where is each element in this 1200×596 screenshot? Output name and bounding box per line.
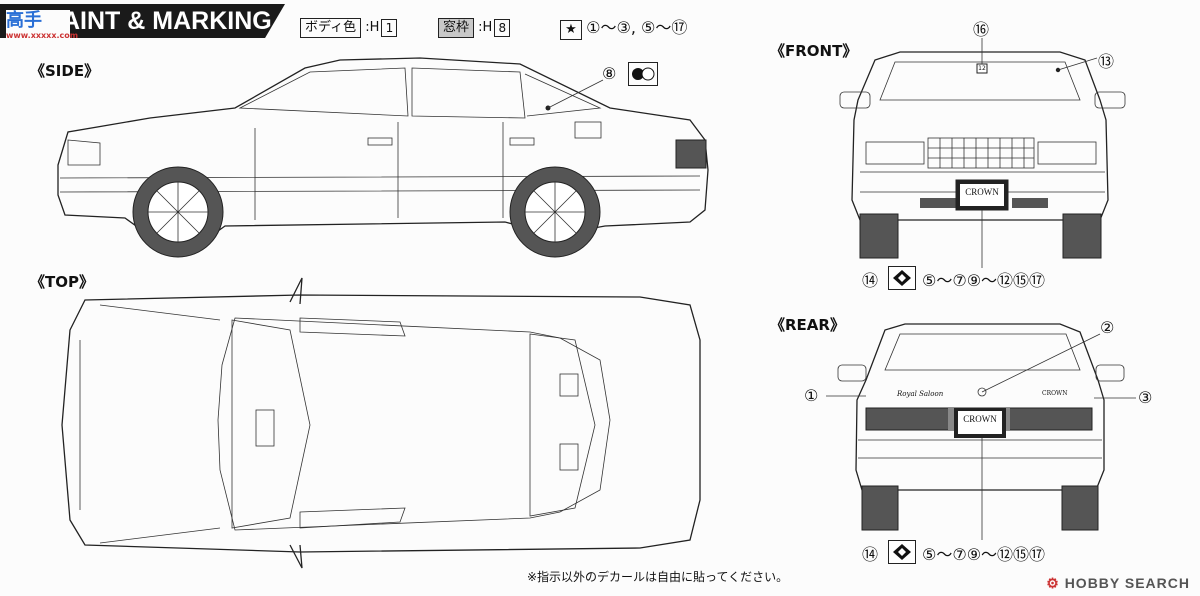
front-callout-16: ⑯ xyxy=(973,20,990,39)
front-plate-text: CROWN xyxy=(965,187,999,197)
rear-plate-text: CROWN xyxy=(963,414,997,424)
front-small-plate: 12 xyxy=(978,65,986,72)
rear-callout-2: ② xyxy=(1100,318,1115,337)
decal-numbers: ①～③, ⑤～⑰ xyxy=(586,18,688,37)
rear-callout-1: ① xyxy=(804,386,819,405)
rear-callout-3: ③ xyxy=(1138,388,1153,407)
side-view-drawing xyxy=(57,57,709,258)
side-callout-8: ⑧ xyxy=(602,64,617,83)
front-view-drawing xyxy=(839,38,1126,268)
front-callout-14: ⑭ xyxy=(862,271,879,290)
two-tone-diamond-icon xyxy=(888,540,916,564)
rear-view-drawing xyxy=(826,323,1136,540)
two-tone-diamond-icon xyxy=(888,266,916,290)
body-color-code: H xyxy=(369,20,380,35)
window-frame-num: 8 xyxy=(494,18,511,37)
top-view-drawing xyxy=(61,277,701,569)
rear-callout-range: ⑤～⑦⑨～⑫⑮⑰ xyxy=(922,545,1046,564)
rear-callout-14: ⑭ xyxy=(862,545,879,564)
top-view-label: 《TOP》 xyxy=(30,273,94,291)
star-icon: ★ xyxy=(560,19,582,40)
two-tone-icon xyxy=(628,62,658,86)
footer-note: ※指示以外のデカールは自由に貼ってください。 xyxy=(527,570,789,584)
front-callout-range: ⑤～⑦⑨～⑫⑮⑰ xyxy=(922,271,1046,290)
rear-view-label: 《REAR》 xyxy=(770,316,845,334)
side-view-label: 《SIDE》 xyxy=(30,62,100,80)
rear-wheel xyxy=(509,166,601,258)
rear-badge-left: Royal Saloon xyxy=(897,390,944,398)
body-color-label: ボディ色 xyxy=(300,17,362,38)
source-logo: ⚙ HOBBY SEARCH xyxy=(1046,575,1190,591)
body-color-num: 1 xyxy=(381,18,398,37)
window-frame-code: H xyxy=(482,20,493,35)
front-wheel xyxy=(132,166,224,258)
front-view-label: 《FRONT》 xyxy=(770,42,858,60)
gear-icon: ⚙ xyxy=(1046,575,1065,591)
window-frame-label: 窓枠 xyxy=(438,17,475,38)
decal-legend: ★ ①～③, ⑤～⑰ xyxy=(560,17,688,40)
rear-badge-right: CROWN xyxy=(1042,390,1068,397)
front-callout-13: ⑬ xyxy=(1098,52,1115,71)
